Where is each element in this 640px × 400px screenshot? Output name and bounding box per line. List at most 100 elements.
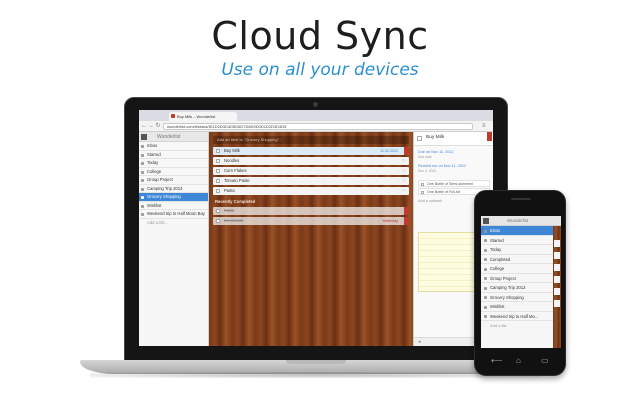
reload-icon[interactable]: ↻ <box>155 123 161 129</box>
task-title: Ice Cream <box>224 218 244 223</box>
sidebar-item-label: Inbox <box>147 143 158 148</box>
sidebar-item-grocery-shopping[interactable]: Grocery Shopping <box>139 193 208 202</box>
subtask-title: One Bottle of Semi-skimmed <box>427 182 473 186</box>
list-icon <box>141 204 144 208</box>
task-edge <box>554 300 560 307</box>
tagline: Use on all your devices <box>221 60 419 80</box>
reminder-sub: Dec 4, 2012 <box>418 169 437 173</box>
phone-item-inbox[interactable]: Inbox <box>481 226 553 236</box>
task-item[interactable]: Noodles ☆ <box>213 157 409 165</box>
avatar[interactable] <box>141 134 147 140</box>
phone-item-group-project[interactable]: Group Project <box>481 274 553 283</box>
avatar[interactable] <box>483 218 489 224</box>
task-checkbox[interactable] <box>216 189 220 193</box>
star-ribbon-icon[interactable] <box>404 207 409 215</box>
list-icon <box>484 315 487 318</box>
task-edge <box>554 264 560 271</box>
favicon-icon <box>171 114 175 118</box>
star-icon[interactable]: ☆ <box>401 168 406 174</box>
task-checkbox[interactable] <box>216 219 220 223</box>
task-item[interactable]: Tomato Paste ☆ <box>213 177 409 185</box>
arrow-left-icon[interactable]: ◂ <box>418 339 421 345</box>
task-title: Pizza <box>224 208 235 213</box>
forward-icon[interactable]: → <box>148 123 154 129</box>
address-bar[interactable]: wunderlist.com/#/tasks/ID1D2D3D4D5D6D7D8… <box>163 123 473 130</box>
phone-item-label: Weekend trip to Half Mo... <box>490 313 539 319</box>
phone-item-label: Inbox <box>490 228 501 233</box>
back-icon[interactable]: ← <box>141 123 147 129</box>
list-icon <box>484 277 487 280</box>
phone-item-label: Starred <box>490 237 504 243</box>
phone-item-label: College <box>490 266 505 271</box>
completed-task-item[interactable]: Ice Cream Yesterday <box>213 217 409 225</box>
sidebar-item-group-project[interactable]: Group Project <box>139 176 208 185</box>
sidebar-item-label: Starred <box>147 151 161 157</box>
phone-add-list-button[interactable]: Add a list <box>490 323 507 328</box>
task-checkbox[interactable] <box>216 169 220 173</box>
add-task-input[interactable]: Add an item to "Grocery Shopping"... <box>213 136 409 144</box>
completed-section-label[interactable]: Recently Completed <box>215 199 256 204</box>
task-checkbox[interactable] <box>216 209 220 213</box>
phone-item-today[interactable]: Today <box>481 245 553 255</box>
task-checkbox[interactable] <box>216 149 220 153</box>
subtask-checkbox[interactable] <box>421 190 424 194</box>
task-title: Pasta <box>224 188 235 193</box>
star-icon[interactable]: ☆ <box>401 158 406 164</box>
sidebar-item-wishlist[interactable]: Wishlist <box>139 202 208 210</box>
phone-item-weekend-trip[interactable]: Weekend trip to Half Mo... <box>481 312 553 321</box>
sidebar-item-camping-trip[interactable]: Camping Trip 2013 <box>139 185 208 193</box>
list-icon <box>484 296 487 299</box>
task-title: Corn Flakes <box>224 168 247 173</box>
subtask-item[interactable]: One Bottle of Semi-skimmed <box>418 180 490 187</box>
due-date-row[interactable]: Due on Nov 11, 2012 Due date <box>418 150 490 160</box>
star-ribbon-icon[interactable] <box>404 147 409 155</box>
sidebar-item-label: Today <box>147 160 159 165</box>
subtask-checkbox[interactable] <box>421 182 424 186</box>
back-icon[interactable]: ⟵ <box>491 356 503 365</box>
phone-item-grocery-shopping[interactable]: Grocery Shopping <box>481 293 553 302</box>
star-icon <box>141 153 144 157</box>
laptop-notch <box>286 360 346 364</box>
phone-item-starred[interactable]: Starred <box>481 236 553 245</box>
sidebar-item-college[interactable]: College <box>139 168 208 176</box>
phone-header: Wunderlist <box>481 216 561 226</box>
add-subtask-input[interactable]: Add a subtask <box>418 199 443 203</box>
star-icon[interactable]: ☆ <box>401 178 406 184</box>
sidebar-header: Wunderlist <box>139 132 208 142</box>
task-item[interactable]: Buy Milk 11.02.2012 <box>213 147 409 155</box>
phone-item-wishlist[interactable]: Wishlist <box>481 302 553 312</box>
sidebar-item-today[interactable]: Today <box>139 159 208 168</box>
check-icon <box>484 258 487 261</box>
app-brand: Wunderlist <box>157 134 181 140</box>
detail-checkbox[interactable] <box>417 136 422 141</box>
list-icon <box>484 267 487 271</box>
sidebar-item-inbox[interactable]: Inbox <box>139 142 208 151</box>
home-icon[interactable]: ⌂ <box>516 356 521 365</box>
recent-apps-icon[interactable]: ▭ <box>541 356 549 365</box>
detail-title[interactable]: Buy Milk <box>426 135 445 140</box>
task-checkbox[interactable] <box>216 179 220 183</box>
completed-task-item[interactable]: Pizza <box>213 207 409 215</box>
task-item[interactable]: Pasta ☆ <box>213 187 409 195</box>
reminder-row[interactable]: Remind me on Nov 11, 2012 Dec 4, 2012 <box>418 164 490 174</box>
phone-item-completed[interactable]: Completed <box>481 255 553 264</box>
calendar-icon <box>484 248 487 252</box>
sidebar-item-starred[interactable]: Starred <box>139 151 208 159</box>
task-item[interactable]: Corn Flakes ☆ <box>213 167 409 175</box>
phone: Wunderlist Inbox Starred Today Completed… <box>474 190 566 376</box>
star-ribbon-icon[interactable] <box>404 217 409 225</box>
sidebar-item-label: Weekend trip to Half Moon Bay <box>147 211 205 216</box>
task-title: Noodles <box>224 158 240 163</box>
phone-item-camping-trip[interactable]: Camping Trip 2013 <box>481 283 553 293</box>
star-icon[interactable]: ☆ <box>401 188 406 194</box>
list-icon <box>141 213 144 216</box>
star-ribbon-icon[interactable] <box>487 132 492 141</box>
sidebar-item-weekend-trip[interactable]: Weekend trip to Half Moon Bay <box>139 210 208 219</box>
browser-menu-icon[interactable]: ≡ <box>482 123 486 129</box>
phone-item-college[interactable]: College <box>481 264 553 274</box>
add-list-button[interactable]: Add a list... <box>147 219 168 225</box>
browser-tab[interactable]: Buy Milk – Wunderlist <box>169 112 237 121</box>
inbox-icon <box>141 145 144 148</box>
task-checkbox[interactable] <box>216 159 220 163</box>
